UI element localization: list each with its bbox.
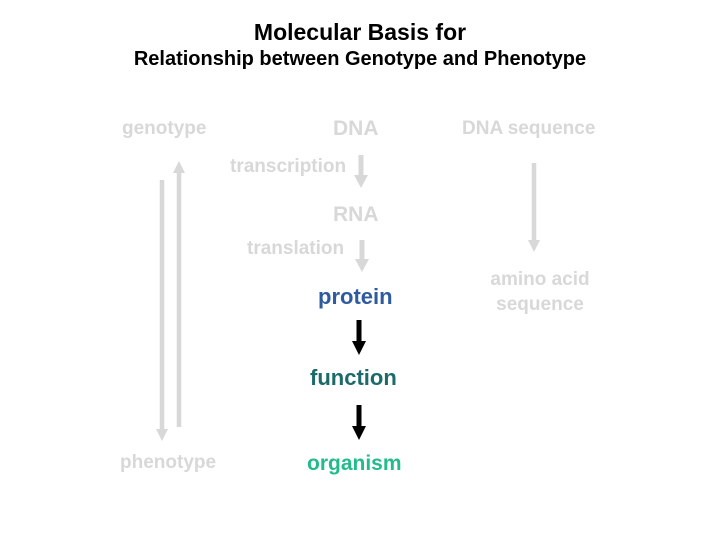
function-label: function bbox=[310, 365, 397, 390]
rna-label: RNA bbox=[333, 203, 379, 226]
amino-acid-line-2: sequence bbox=[496, 294, 584, 315]
genotype-label: genotype bbox=[122, 118, 207, 139]
dna-sequence-label: DNA sequence bbox=[462, 118, 596, 139]
dna-label: DNA bbox=[333, 117, 379, 140]
transcription-label: transcription bbox=[230, 156, 347, 177]
protein-to-function-arrow-icon bbox=[352, 320, 366, 355]
phenotype-label: phenotype bbox=[120, 452, 217, 473]
phenotype-to-genotype-up-arrow-icon bbox=[173, 161, 185, 427]
function-to-organism-arrow-icon bbox=[352, 405, 366, 440]
title-line-2: Relationship between Genotype and Phenot… bbox=[133, 48, 587, 70]
protein-label: protein bbox=[318, 284, 393, 309]
genotype-to-phenotype-down-arrow-icon bbox=[156, 180, 168, 441]
translation-label: translation bbox=[247, 238, 345, 259]
transcription-down-arrow-icon bbox=[354, 155, 368, 188]
translation-down-arrow-icon bbox=[355, 240, 369, 272]
title-line-1: Molecular Basis for bbox=[253, 19, 467, 45]
page-title: Molecular Basis for Relationship between… bbox=[0, 18, 720, 72]
amino-acid-sequence-label: amino acid sequence bbox=[480, 267, 600, 317]
organism-label: organism bbox=[307, 452, 402, 475]
amino-acid-line-1: amino acid bbox=[490, 269, 590, 290]
dna-sequence-to-amino-acid-arrow-icon bbox=[528, 163, 540, 252]
